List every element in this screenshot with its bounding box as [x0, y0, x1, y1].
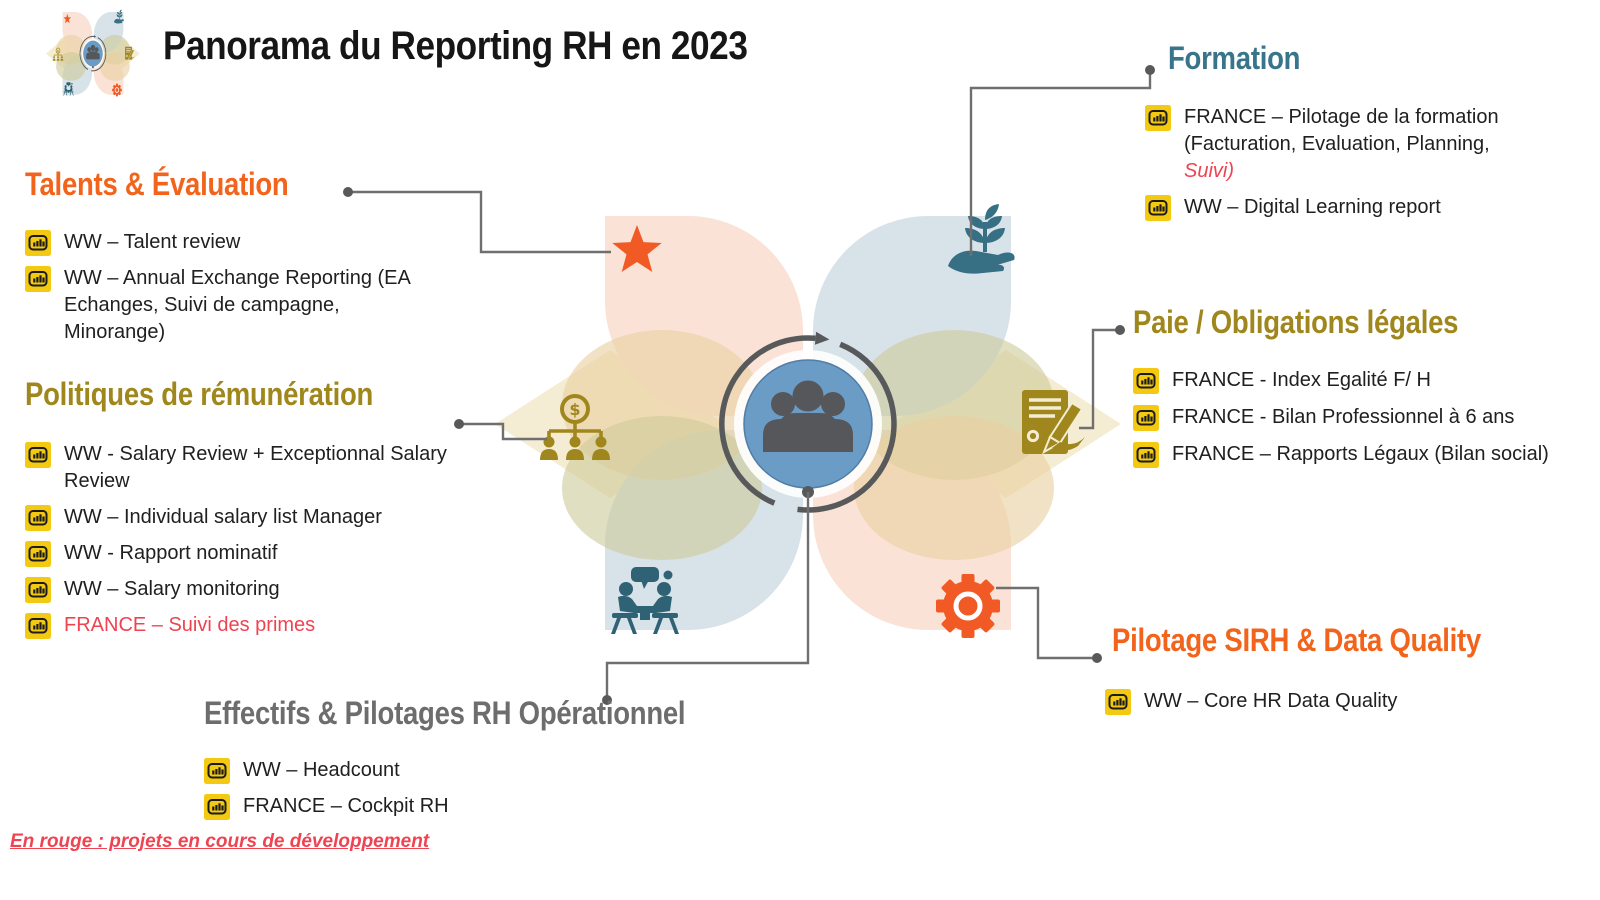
logo-flower: [45, 9, 141, 97]
connector-paie: [1079, 328, 1120, 430]
power-bi-icon: [25, 230, 51, 256]
power-bi-icon: [1145, 195, 1171, 221]
report-item-text: FRANCE – Pilotage de la formation (Factu…: [1184, 106, 1499, 155]
report-item-label: FRANCE – Cockpit RH: [243, 795, 449, 817]
power-bi-icon: [1145, 105, 1171, 131]
power-bi-icon: [204, 794, 230, 820]
connector-formation: [969, 74, 1152, 256]
power-bi-icon: [25, 541, 51, 567]
section-title-sirh: Pilotage SIRH & Data Quality: [1112, 622, 1481, 658]
power-bi-icon: [1133, 405, 1159, 431]
connector-remuneration: [459, 422, 547, 441]
report-item: FRANCE - Bilan Professionnel à 6 ans: [1133, 404, 1573, 431]
report-item-label: WW – Annual Exchange Reporting (EA Echan…: [64, 267, 410, 343]
section-items-remuneration: WW - Salary Review + Exceptionnal Salary…: [25, 441, 515, 648]
report-item-label: FRANCE – Rapports Légaux (Bilan social): [1172, 443, 1549, 465]
connector-lines: [348, 74, 1152, 697]
connector-effectifs: [605, 492, 810, 697]
report-item: WW – Talent review: [25, 229, 445, 256]
report-item: WW – Annual Exchange Reporting (EA Echan…: [25, 265, 445, 346]
report-item-label: WW - Rapport nominatif: [64, 542, 278, 564]
power-bi-icon: [25, 505, 51, 531]
section-items-formation: FRANCE – Pilotage de la formation (Factu…: [1145, 104, 1537, 230]
page-title: Panorama du Reporting RH en 2023: [163, 24, 748, 68]
report-item-label: WW – Salary monitoring: [64, 578, 280, 600]
report-item: FRANCE – Rapports Légaux (Bilan social): [1133, 441, 1573, 468]
report-item-label: FRANCE - Bilan Professionnel à 6 ans: [1172, 406, 1515, 428]
report-item: FRANCE – Pilotage de la formation (Factu…: [1145, 104, 1537, 185]
report-item-label: FRANCE – Suivi des primes: [64, 614, 316, 636]
report-item: WW – Headcount: [204, 757, 604, 784]
section-title-formation: Formation: [1168, 40, 1301, 76]
report-item: FRANCE – Cockpit RH: [204, 793, 604, 820]
report-item-label: WW - Salary Review + Exceptionnal Salary…: [64, 443, 447, 492]
report-item-highlight: Suivi): [1184, 160, 1235, 182]
power-bi-icon: [1133, 368, 1159, 394]
section-items-talents: WW – Talent review WW – Annual Exchange …: [25, 229, 445, 355]
report-item: FRANCE - Index Egalité F/ H: [1133, 367, 1573, 394]
report-item-label: FRANCE - Index Egalité F/ H: [1172, 369, 1431, 391]
connector-sirh: [996, 586, 1094, 660]
connector-talents: [348, 190, 611, 254]
section-title-remuneration: Politiques de rémunération: [25, 376, 374, 412]
power-bi-icon: [25, 266, 51, 292]
power-bi-icon: [204, 758, 230, 784]
report-item: WW – Individual salary list Manager: [25, 504, 515, 531]
power-bi-icon: [25, 613, 51, 639]
report-item-label: WW – Digital Learning report: [1184, 196, 1441, 218]
section-title-talents: Talents & Évaluation: [25, 166, 289, 202]
report-item-label: WW – Headcount: [243, 759, 400, 781]
report-item: WW - Salary Review + Exceptionnal Salary…: [25, 441, 515, 495]
report-item: WW – Salary monitoring: [25, 576, 515, 603]
section-title-effectifs: Effectifs & Pilotages RH Opérationnel: [204, 695, 686, 731]
report-item: WW – Digital Learning report: [1145, 194, 1537, 221]
section-items-effectifs: WW – Headcount FRANCE – Cockpit RH: [204, 757, 604, 829]
report-item-label: WW – Individual salary list Manager: [64, 506, 382, 528]
connector-dots: [343, 65, 1155, 705]
report-item: WW - Rapport nominatif: [25, 540, 515, 567]
power-bi-icon: [1133, 442, 1159, 468]
power-bi-icon: [25, 442, 51, 468]
report-item-label: FRANCE – Pilotage de la formation (Factu…: [1184, 104, 1537, 185]
report-item: WW – Core HR Data Quality: [1105, 688, 1505, 715]
report-item-label: WW – Core HR Data Quality: [1144, 690, 1398, 712]
section-items-paie: FRANCE - Index Egalité F/ H FRANCE - Bil…: [1133, 367, 1573, 477]
report-item-label: WW – Talent review: [64, 231, 241, 253]
section-items-sirh: WW – Core HR Data Quality: [1105, 688, 1505, 724]
section-title-paie: Paie / Obligations légales: [1133, 304, 1459, 340]
power-bi-icon: [25, 577, 51, 603]
power-bi-icon: [1105, 689, 1131, 715]
legend-note: En rouge : projets en cours de développe…: [10, 831, 430, 852]
report-item-in-development: FRANCE – Suivi des primes: [25, 612, 515, 639]
